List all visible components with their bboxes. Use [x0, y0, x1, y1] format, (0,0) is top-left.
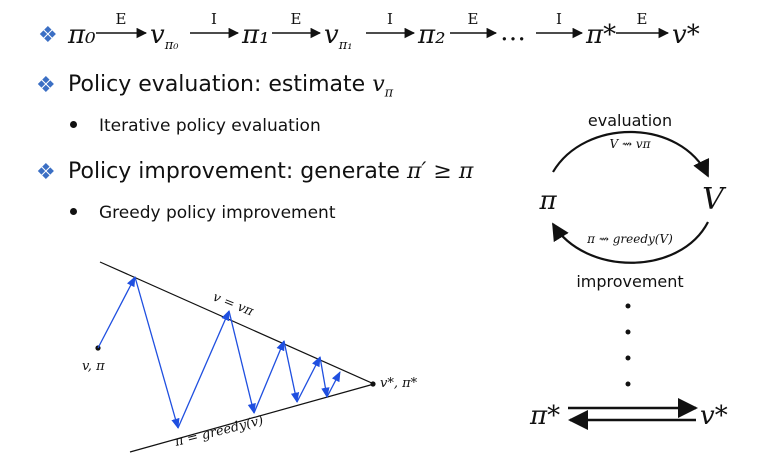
chain-node-v-pi0: vπ₀ [150, 20, 179, 53]
chain-node-pi0: π₀ [67, 20, 96, 50]
bullet-heading-improvement: Policy improvement: generate π′ ≥ π [68, 159, 474, 184]
bullet-diamond-icon: ❖ [36, 160, 56, 185]
end-point [370, 381, 376, 387]
bullet-dot-icon [70, 207, 77, 215]
cycle-bottom-arrow [552, 221, 709, 264]
cycle-node-pi: π [538, 186, 557, 216]
start-label: v, π [82, 359, 105, 374]
lower-line [129, 383, 375, 453]
chain-arrow-label-3: E [291, 10, 302, 28]
end-label: v*, π* [380, 376, 418, 391]
cycle-node-v: V [702, 182, 727, 217]
chain-diamond-icon: ❖ [38, 23, 58, 48]
bullet-heading-evaluation: Policy evaluation: estimate vπ [68, 72, 394, 101]
chain-node-ellipsis: … [500, 17, 526, 47]
cycle-evaluation-label: evaluation [588, 111, 672, 130]
convergence-diagram: v, π v = vπ π = greedy(v) v*, π* [82, 261, 418, 453]
bullet-dot-icon [70, 120, 77, 128]
upper-line [99, 261, 375, 385]
chain-node-v-pi1: vπ₁ [324, 20, 352, 53]
chain-arrow-label-5: E [468, 10, 479, 28]
final-node-pi-star: π* [529, 401, 560, 431]
chain-node-v-star: v* [672, 20, 700, 50]
vertical-ellipsis [625, 303, 631, 387]
chain-node-pi-star: π* [585, 20, 616, 50]
chain-arrow-label-4: I [387, 10, 393, 28]
chain-arrow-label-6: I [556, 10, 562, 28]
zigzag-arrows [97, 276, 341, 430]
subitem-greedy: Greedy policy improvement [70, 202, 335, 224]
cycle-improvement-label: improvement [576, 272, 683, 291]
subitem-iterative: Iterative policy evaluation [70, 115, 321, 137]
final-node-v-star: v* [700, 401, 728, 431]
chain-node-pi2: π₂ [417, 20, 446, 50]
upper-line-label: v = vπ [211, 290, 256, 320]
improvement-math: π′ ≥ π [406, 159, 474, 184]
chain-arrow-label-2: I [211, 10, 217, 28]
chain-node-pi1: π₁ [241, 20, 270, 50]
chain-arrow-label-7: E [637, 10, 648, 28]
chain-arrow-label-1: E [116, 10, 127, 28]
lower-line-label: π = greedy(v) [172, 413, 265, 450]
evaluation-math: vπ [372, 72, 394, 101]
bullet-diamond-icon: ❖ [36, 73, 56, 98]
cycle-top-arrow [552, 130, 710, 178]
cycle-improvement-expr: π ⇝ greedy(V) [586, 232, 673, 246]
cycle-evaluation-expr: V ⇝ vπ [609, 137, 651, 151]
